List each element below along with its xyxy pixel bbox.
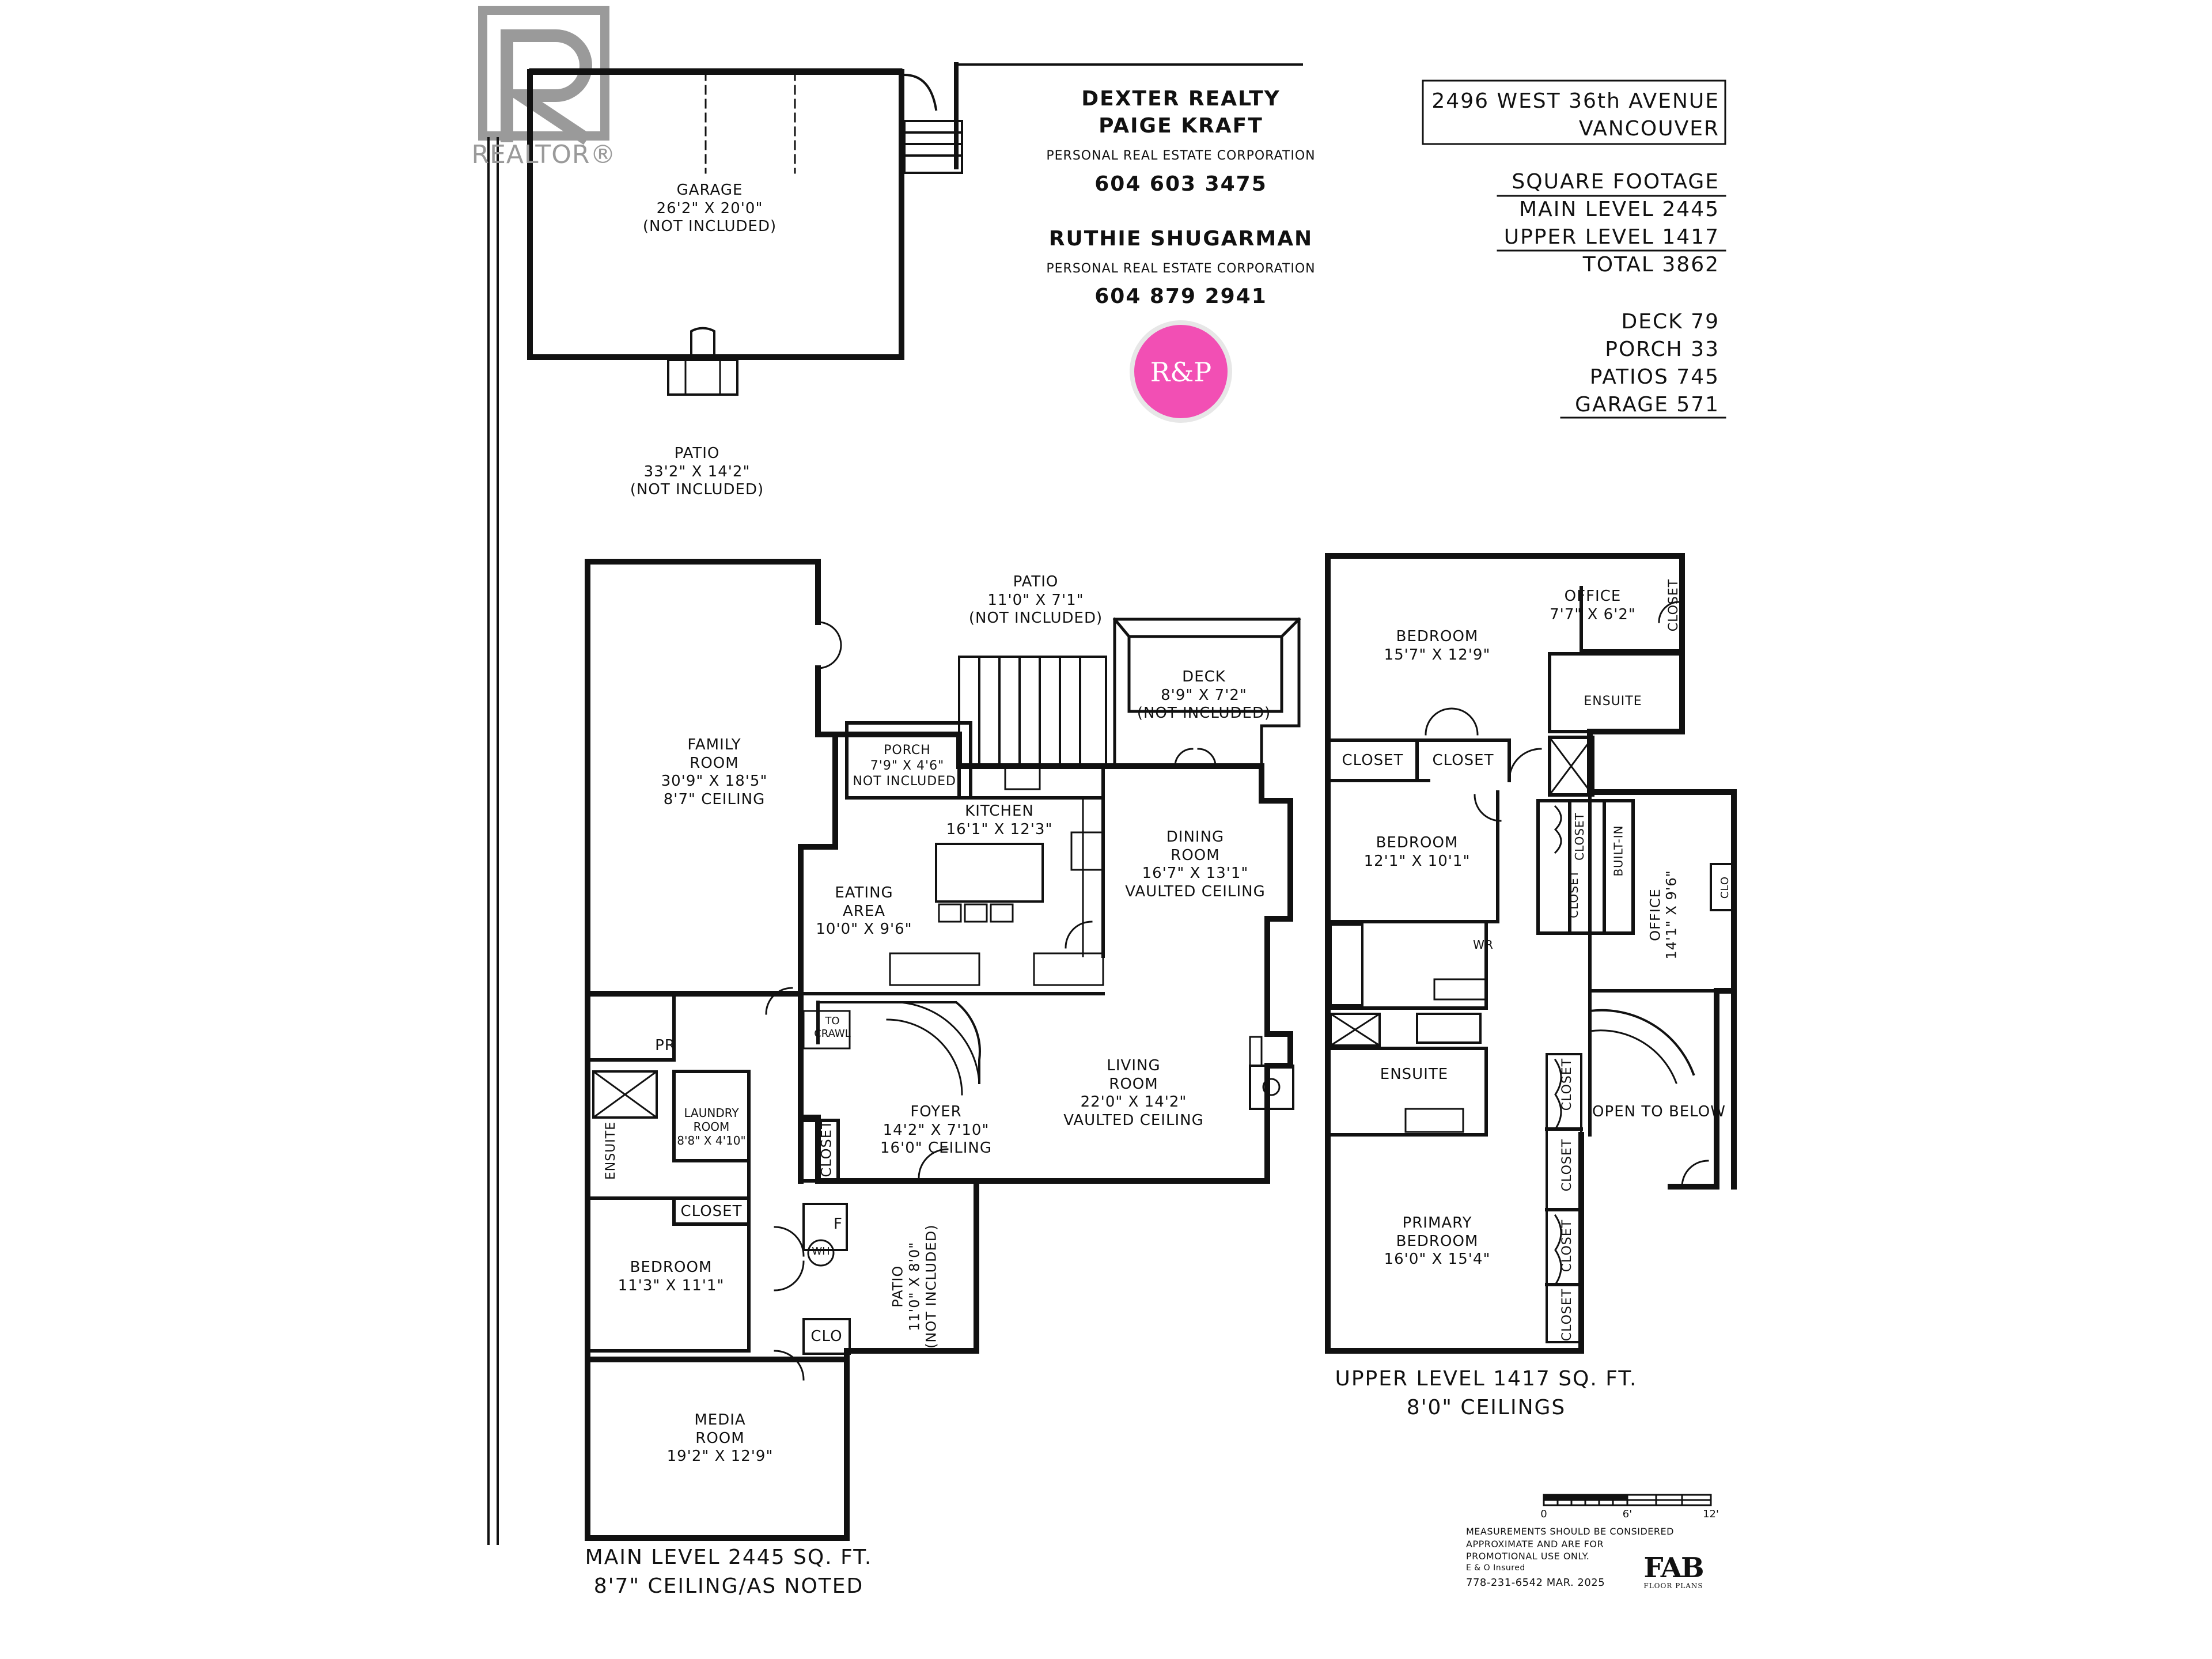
closet-primary2-label: CLOSET — [1560, 1138, 1575, 1192]
rear-patio-stairs — [958, 656, 1107, 767]
closet-foyer-label: CLOSET — [818, 1120, 835, 1177]
closet-office2-label: CLO — [1719, 876, 1732, 899]
fab-logo: FAB FLOOR PLANS — [1643, 1552, 1704, 1590]
agent1-phone: 604 603 3475 — [1094, 172, 1267, 196]
agency-name: DEXTER REALTY — [1081, 87, 1281, 111]
upper-level-title: UPPER LEVEL 1417 SQ. FT. — [1335, 1367, 1638, 1391]
agent2-phone: 604 879 2941 — [1094, 285, 1267, 308]
built-in-label: BUILT-IN — [1611, 825, 1626, 877]
closet-primary4-label: CLOSET — [1560, 1288, 1575, 1342]
powder-room-label: PR — [655, 1037, 676, 1054]
footage-main: MAIN LEVEL 2445 — [1519, 198, 1719, 221]
footage-total: TOTAL 3862 — [1582, 253, 1719, 276]
main-interior-walls — [586, 621, 1294, 1381]
ensuite-upper1-label: ENSUITE — [1584, 694, 1642, 709]
side-gate-stairs — [903, 62, 963, 174]
agent2-corp: PERSONAL REAL ESTATE CORPORATION — [1046, 262, 1316, 276]
footage-upper: UPPER LEVEL 1417 — [1503, 225, 1719, 249]
closet-upper-v1-label: CLOSET — [1566, 870, 1581, 918]
closet-upper-b-label: CLOSET — [1432, 752, 1494, 769]
closet-primary1-label: CLOSET — [1560, 1058, 1575, 1111]
agent1-corp: PERSONAL REAL ESTATE CORPORATION — [1046, 149, 1316, 163]
address-box — [1422, 79, 1726, 145]
open-to-below-label: OPEN TO BELOW — [1592, 1103, 1726, 1120]
footage-deck: DECK 79 — [1621, 310, 1719, 334]
agent1-name: PAIGE KRAFT — [1099, 114, 1263, 138]
upper-level-ceiling: 8'0" CEILINGS — [1406, 1396, 1566, 1419]
closet-bedroom-label: CLOSET — [680, 1203, 743, 1220]
wr-label: WR — [1473, 938, 1494, 952]
address-line1: 2496 WEST 36th AVENUE — [1431, 89, 1719, 113]
main-level-ceiling: 8'7" CEILING/AS NOTED — [593, 1574, 864, 1598]
agent2-name: RUTHIE SHUGARMAN — [1048, 227, 1313, 251]
deck-outline — [1112, 617, 1301, 768]
upper-interior-walls — [1326, 586, 1736, 1343]
disclaimer: MEASUREMENTS SHOULD BE CONSIDERED APPROX… — [1466, 1526, 1674, 1589]
realtor-brand: REALTOR® — [471, 140, 616, 169]
garage-walls — [527, 68, 904, 396]
footage-patios: PATIOS 745 — [1589, 365, 1719, 389]
rp-logo-text: R&P — [1150, 357, 1212, 388]
ensuite-main-label: ENSUITE — [604, 1121, 619, 1180]
closet-upper-a-label: CLOSET — [1342, 752, 1404, 769]
scale-bar — [1543, 1494, 1712, 1506]
scale-tick-12: 12' — [1703, 1508, 1719, 1520]
closet-mech-label: CLO — [810, 1328, 843, 1345]
closet-upper-v2-label: CLOSET — [1572, 812, 1586, 861]
closet-office-label: CLOSET — [1666, 578, 1681, 632]
scale-tick-0: 0 — [1540, 1508, 1547, 1520]
rp-logo-badge — [1130, 320, 1232, 423]
main-level-title: MAIN LEVEL 2445 SQ. FT. — [585, 1546, 873, 1569]
ensuite-upper2-label: ENSUITE — [1380, 1066, 1449, 1083]
property-lines — [487, 63, 1303, 1545]
footage-heading: SQUARE FOOTAGE — [1512, 170, 1719, 194]
footage-garage: GARAGE 571 — [1575, 393, 1719, 416]
water-heater-label: WH — [812, 1245, 830, 1257]
address-line2: VANCOUVER — [1578, 117, 1719, 141]
scale-tick-6: 6' — [1622, 1508, 1633, 1520]
freezer-label: F — [834, 1215, 843, 1233]
footage-porch: PORCH 33 — [1605, 338, 1719, 361]
closet-primary3-label: CLOSET — [1560, 1219, 1575, 1272]
